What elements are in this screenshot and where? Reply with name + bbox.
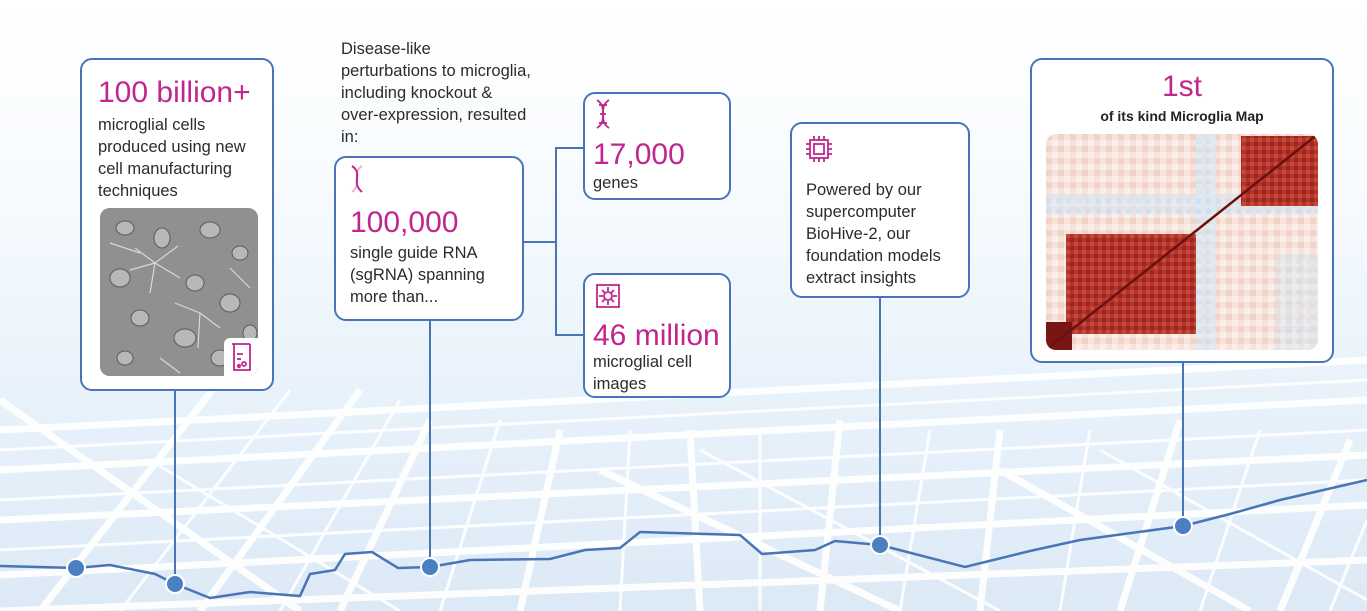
- microglia-map-subtitle: of its kind Microglia Map: [1100, 108, 1264, 124]
- supercomputer-text: Powered by our supercomputer BioHive-2, …: [806, 181, 941, 287]
- cells-produced-stat: 100 billion+: [98, 76, 251, 109]
- microscope-image-icon: [595, 283, 621, 309]
- cell-images-card: 46 million microglial cell images: [583, 273, 731, 398]
- cells-produced-card: 100 billion+ microglial cells produced u…: [80, 58, 274, 391]
- beaker-icon: [224, 338, 258, 376]
- cell-images-stat: 46 million: [593, 319, 720, 352]
- sgrna-stat: 100,000: [350, 206, 459, 239]
- microglia-map-card: 1st of its kind Microglia Map: [1030, 58, 1334, 363]
- genes-text: genes: [593, 174, 638, 192]
- chip-icon: [804, 134, 834, 164]
- supercomputer-card: Powered by our supercomputer BioHive-2, …: [790, 122, 970, 298]
- genes-stat: 17,000: [593, 138, 685, 171]
- microglia-map-stat: 1st: [1161, 70, 1203, 103]
- sgrna-card: 100,000 single guide RNA (sgRNA) spannin…: [334, 156, 524, 321]
- cell-images-text: microglial cell images: [593, 353, 693, 393]
- genes-card: 17,000 genes: [583, 92, 731, 200]
- dna-icon: [593, 98, 613, 130]
- cells-produced-text: microglial cells produced using new cell…: [98, 116, 246, 200]
- microglia-map-heatmap: [1046, 134, 1318, 350]
- sgrna-text: single guide RNA (sgRNA) spanning more t…: [350, 244, 485, 306]
- perturbations-intro: Disease-like perturbations to microglia,…: [341, 40, 531, 146]
- dna-icon: [348, 164, 366, 194]
